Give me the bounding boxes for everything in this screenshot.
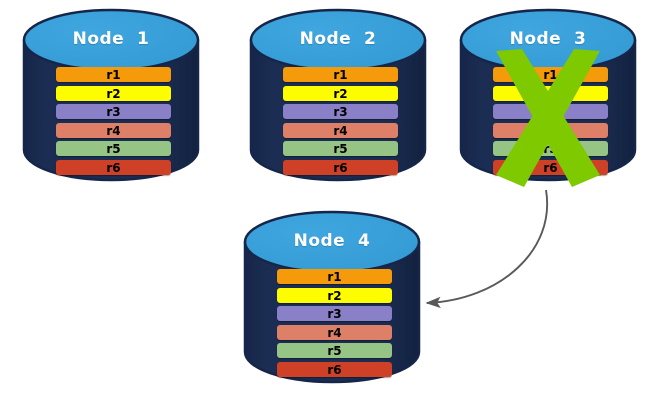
data-row[interactable]: r4 [283,122,398,138]
node-row-list: r1 r2 r3 r4 r5 r6 [277,269,392,381]
data-row[interactable]: r2 [277,287,392,303]
data-row-label: r2 [327,288,342,303]
data-row-label: r1 [333,68,348,82]
data-row-label: r2 [106,86,121,101]
data-row-label: r3 [327,307,342,322]
data-row[interactable]: r2 [283,85,398,101]
data-row-label: r4 [106,123,121,138]
data-row[interactable]: r5 [283,141,398,157]
data-row[interactable]: r3 [56,104,171,120]
data-row-label: r5 [106,142,121,157]
data-row[interactable]: r2 [56,85,171,101]
data-row[interactable]: r6 [283,160,398,175]
data-row-label: r6 [333,161,348,175]
data-row[interactable]: r5 [56,141,171,157]
data-row[interactable]: r1 [56,67,171,82]
data-row[interactable]: r3 [277,306,392,322]
data-row-label: r3 [106,105,121,120]
redistribution-arrow [425,189,549,309]
data-row[interactable]: r4 [56,122,171,138]
data-row-label: r4 [327,325,342,340]
data-row-label: r4 [333,123,348,138]
node-row-list: r1 r2 r3 r4 r5 r6 [56,67,171,179]
data-row-label: r1 [106,68,121,82]
data-row-label: r3 [333,105,348,120]
node-row-list: r1 r2 r3 r4 r5 r6 [283,67,398,179]
data-row-label: r6 [327,363,342,377]
data-row-label: r5 [327,344,342,359]
data-row-label: r6 [106,161,121,175]
data-row[interactable]: r4 [277,324,392,340]
data-row[interactable]: r3 [283,104,398,120]
data-row[interactable]: r6 [277,362,392,377]
data-row[interactable]: r1 [277,269,392,284]
data-row[interactable]: r6 [56,160,171,175]
data-row-label: r5 [333,142,348,157]
data-row[interactable]: r1 [283,67,398,82]
data-row-label: r2 [333,86,348,101]
data-row[interactable]: r5 [277,343,392,359]
data-row-label: r1 [327,270,342,284]
